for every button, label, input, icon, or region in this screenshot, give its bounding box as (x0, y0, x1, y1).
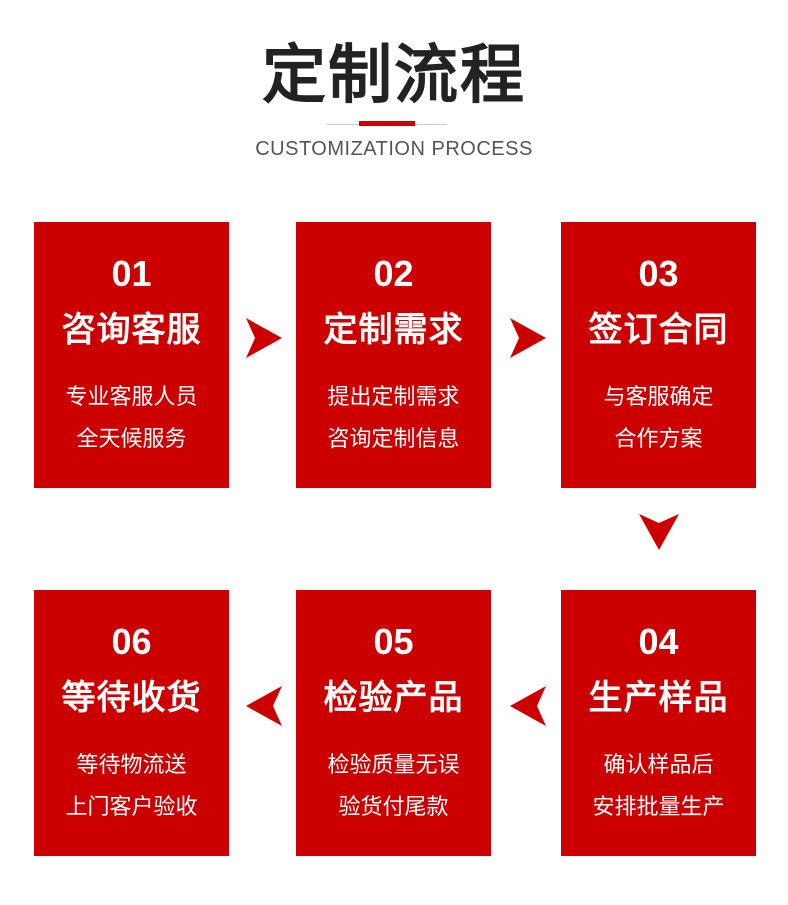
chevron-right-icon (246, 318, 282, 358)
step-description: 专业客服人员 全天候服务 (34, 377, 229, 461)
step-description: 提出定制需求 咨询定制信息 (296, 377, 491, 461)
step-title: 咨询客服 (61, 310, 202, 350)
step-title: 生产样品 (588, 678, 729, 718)
step-description-line: 咨询定制信息 (327, 427, 460, 452)
step-description-line: 检验质量无误 (327, 753, 460, 778)
step-number: 06 (111, 621, 152, 662)
step-description-line: 验货付尾款 (338, 795, 449, 820)
title-divider-accent (359, 121, 415, 126)
step-description-line: 等待物流送 (76, 753, 187, 778)
step-title: 检验产品 (323, 678, 464, 718)
step-card-06: 06 等待收货 等待物流送 上门客户验收 (34, 590, 229, 856)
step-description-line: 上门客户验收 (65, 795, 198, 820)
step-description-line: 提出定制需求 (327, 385, 460, 410)
step-description: 检验质量无误 验货付尾款 (296, 745, 491, 829)
step-number: 04 (638, 621, 679, 662)
page-subtitle: CUSTOMIZATION PROCESS (255, 138, 533, 160)
step-number: 05 (373, 621, 414, 662)
step-description-line: 确认样品后 (603, 753, 714, 778)
step-card-01: 01 咨询客服 专业客服人员 全天候服务 (34, 222, 229, 488)
step-title: 定制需求 (323, 310, 464, 350)
step-description-line: 合作方案 (614, 427, 703, 452)
step-number: 02 (373, 253, 414, 294)
chevron-down-icon (639, 514, 679, 550)
step-number: 03 (638, 253, 679, 294)
step-description: 与客服确定 合作方案 (561, 377, 756, 461)
step-title: 等待收货 (61, 678, 202, 718)
step-description: 确认样品后 安排批量生产 (561, 745, 756, 829)
step-card-02: 02 定制需求 提出定制需求 咨询定制信息 (296, 222, 491, 488)
step-number: 01 (111, 253, 152, 294)
step-card-04: 04 生产样品 确认样品后 安排批量生产 (561, 590, 756, 856)
step-title: 签订合同 (588, 310, 729, 350)
chevron-left-icon (510, 686, 546, 726)
chevron-left-icon (246, 686, 282, 726)
page-title: 定制流程 (262, 39, 526, 113)
step-card-03: 03 签订合同 与客服确定 合作方案 (561, 222, 756, 488)
chevron-right-icon (510, 318, 546, 358)
step-description: 等待物流送 上门客户验收 (34, 745, 229, 829)
step-description-line: 与客服确定 (603, 385, 714, 410)
step-description-line: 专业客服人员 (65, 385, 198, 410)
step-description-line: 安排批量生产 (592, 795, 725, 820)
step-description-line: 全天候服务 (76, 427, 187, 452)
step-card-05: 05 检验产品 检验质量无误 验货付尾款 (296, 590, 491, 856)
